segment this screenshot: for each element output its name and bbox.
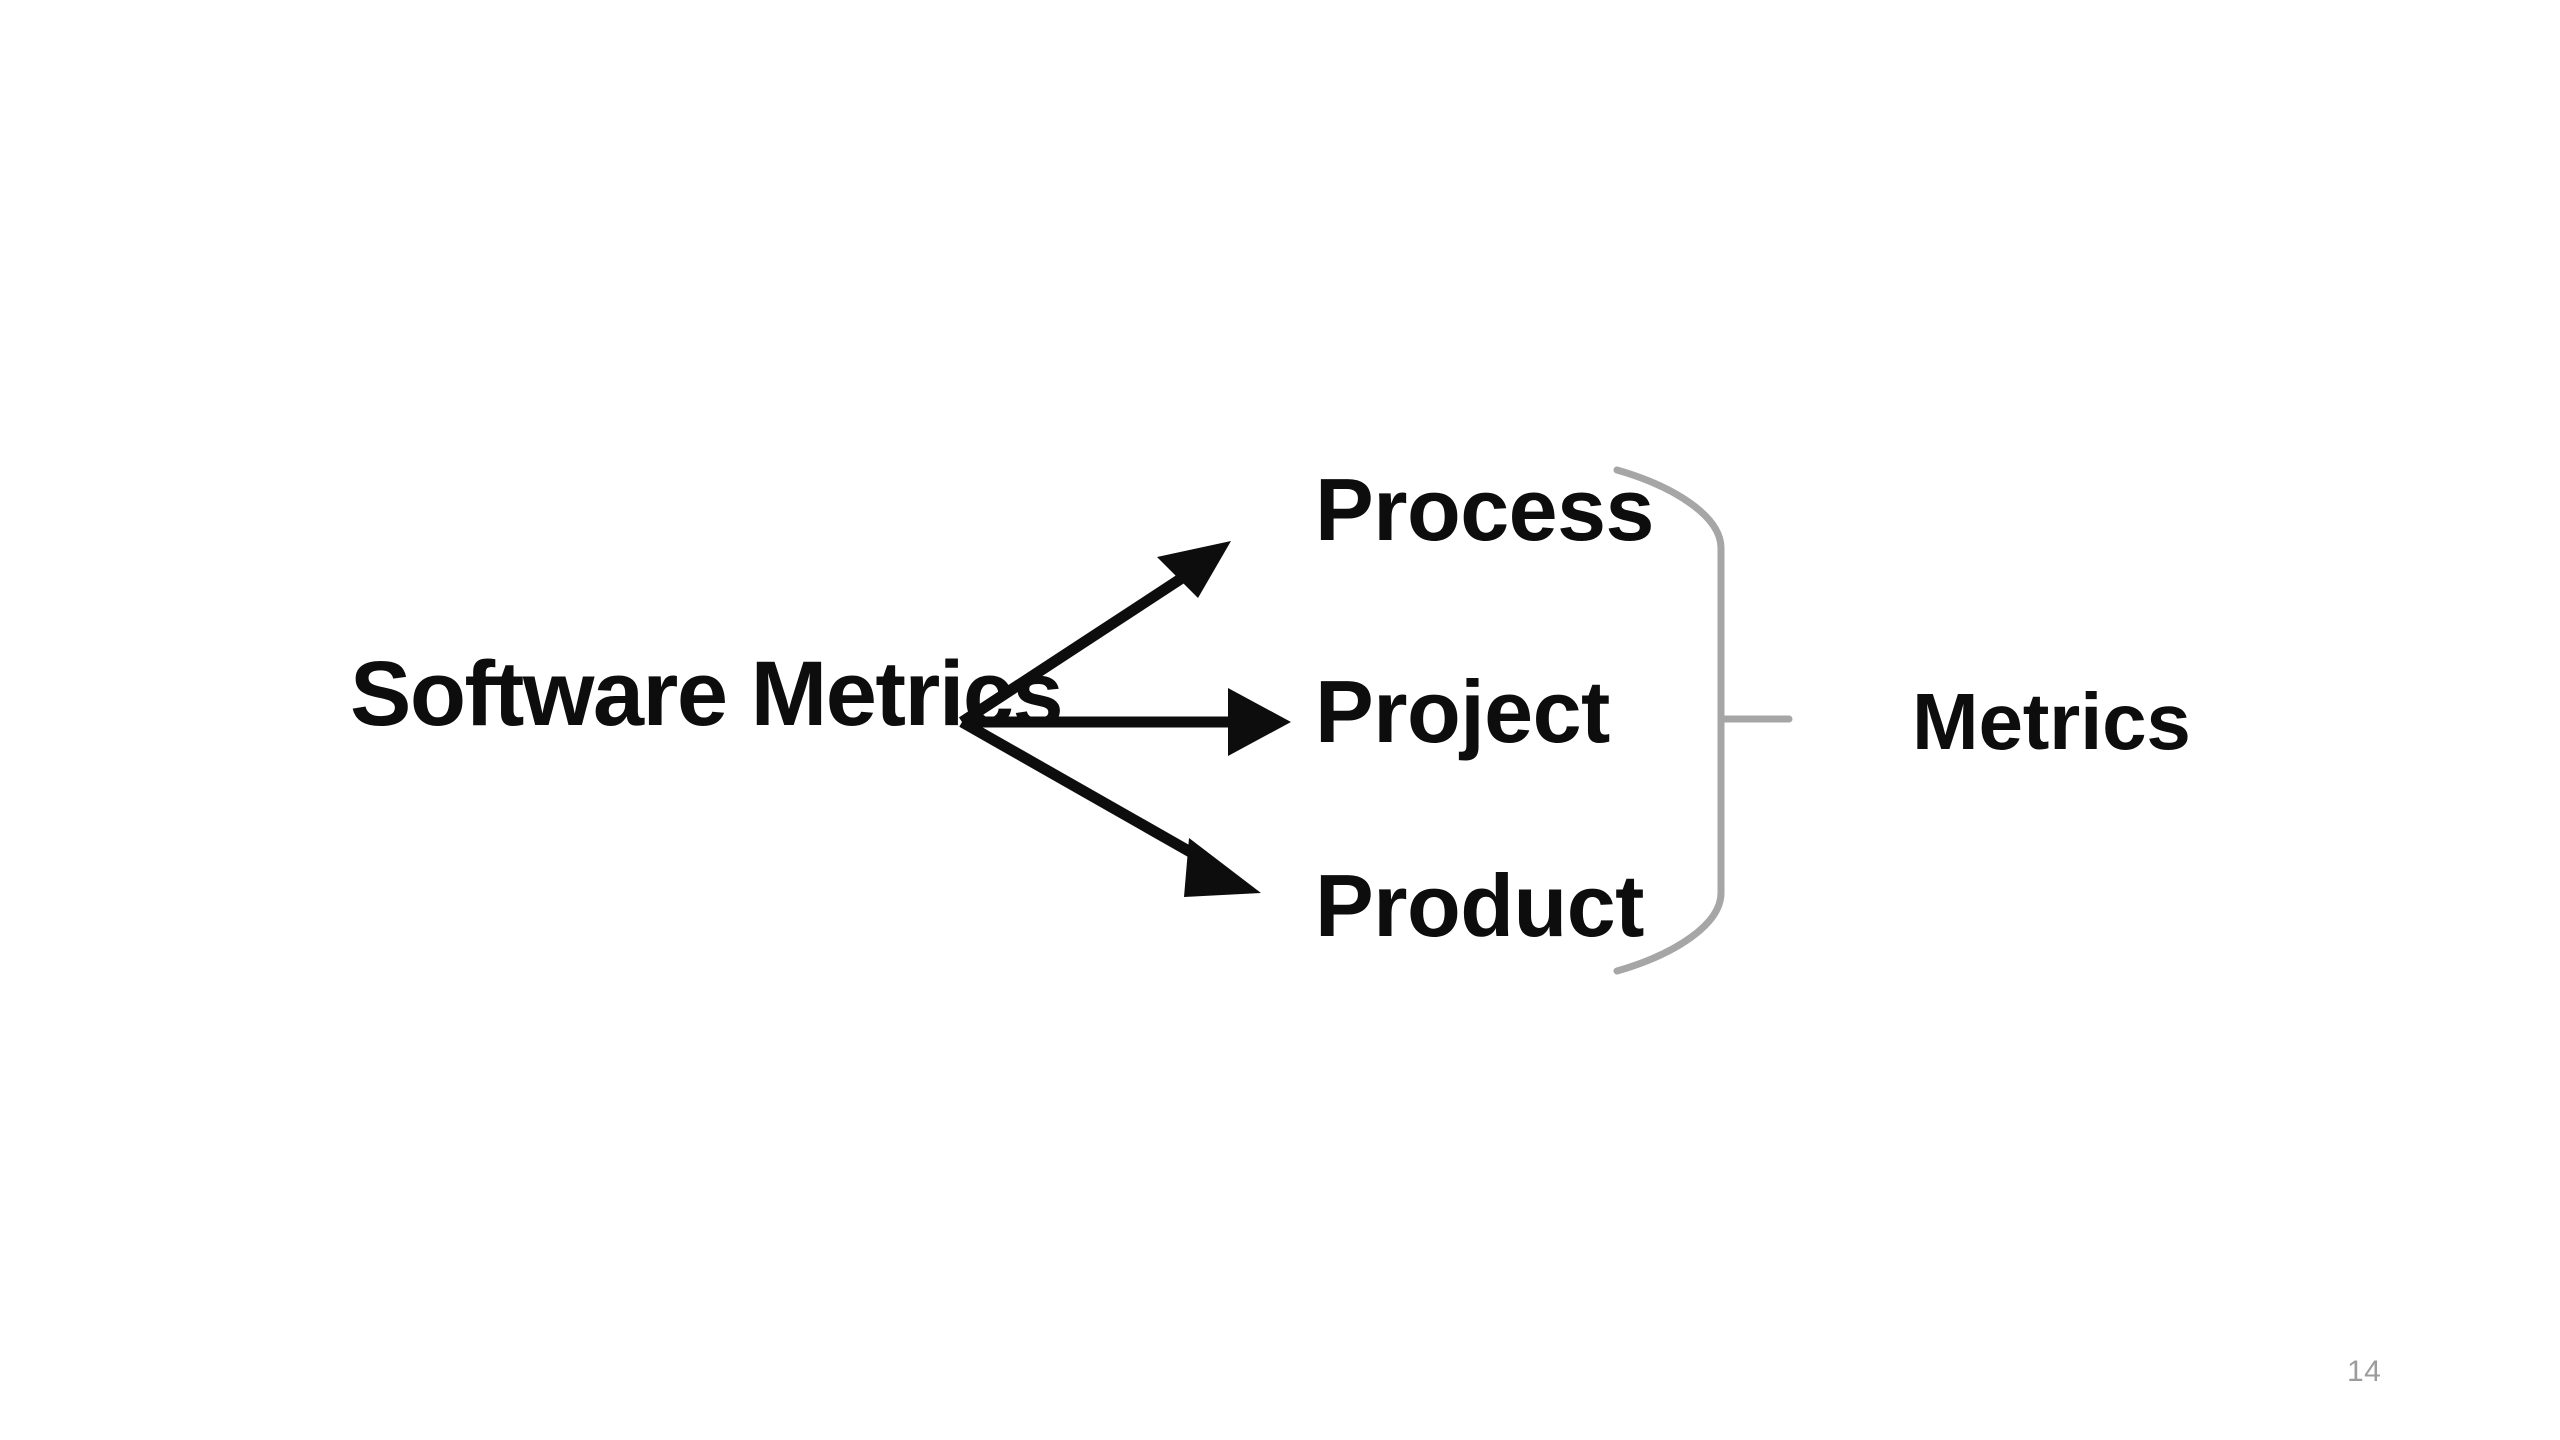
branch-label-project: Project [1315,662,1610,761]
group-label-metrics: Metrics [1912,677,2191,766]
arrow-to-process [958,541,1231,727]
page-number: 14 [2347,1355,2382,1388]
arrow-to-product [959,717,1261,897]
source-node-label: Software Metrics [350,643,1064,745]
branch-label-process: Process [1315,460,1654,559]
arrow-to-project [962,688,1291,756]
branch-label-product: Product [1315,856,1644,955]
group-brace-icon [1613,466,1793,975]
